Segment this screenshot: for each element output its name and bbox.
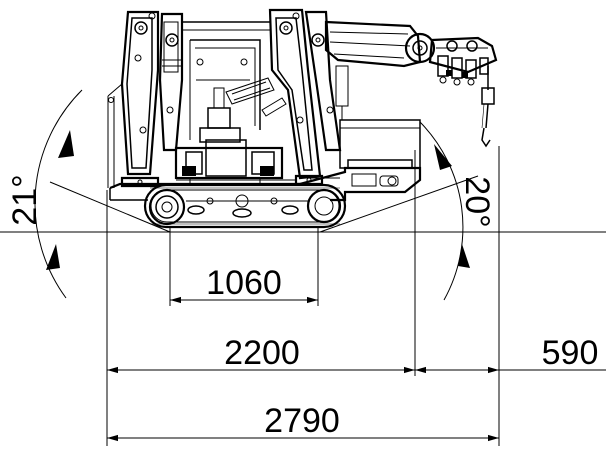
right-outrigger	[268, 8, 342, 180]
dim-label-1060: 1060	[206, 264, 282, 302]
left-arc-arrow-up	[58, 130, 74, 158]
dimension-labels: 1060 2200 590 2790 21° 20°	[6, 174, 598, 440]
outrigger-pads	[120, 174, 324, 188]
jib	[428, 36, 498, 86]
track-rollers	[186, 194, 310, 218]
right-arc-arrow-up	[434, 144, 452, 170]
crane-machine	[107, 8, 498, 229]
dim-label-2200: 2200	[224, 334, 300, 372]
left-angle-arc	[34, 89, 83, 299]
left-slope-line	[49, 181, 171, 233]
boom	[324, 20, 436, 120]
dim-label-590: 590	[542, 334, 599, 372]
mast-frame	[162, 21, 287, 140]
engine-block	[174, 87, 296, 185]
dim-label-2790: 2790	[264, 402, 340, 440]
center-outrigger	[158, 12, 184, 152]
left-arc-arrow-down	[46, 244, 60, 270]
right-angle-arc	[419, 121, 464, 301]
dimension-lines	[107, 296, 606, 442]
right-arc-arrow-down	[458, 244, 470, 268]
left-outrigger	[107, 10, 160, 188]
crawler-track	[143, 183, 347, 229]
extension-lines	[106, 146, 500, 446]
right-slope-line	[319, 175, 479, 233]
angle-label-left: 21°	[6, 174, 44, 225]
hook-block	[481, 66, 495, 148]
angle-label-right: 20°	[458, 176, 496, 227]
reference-lines	[0, 89, 606, 301]
